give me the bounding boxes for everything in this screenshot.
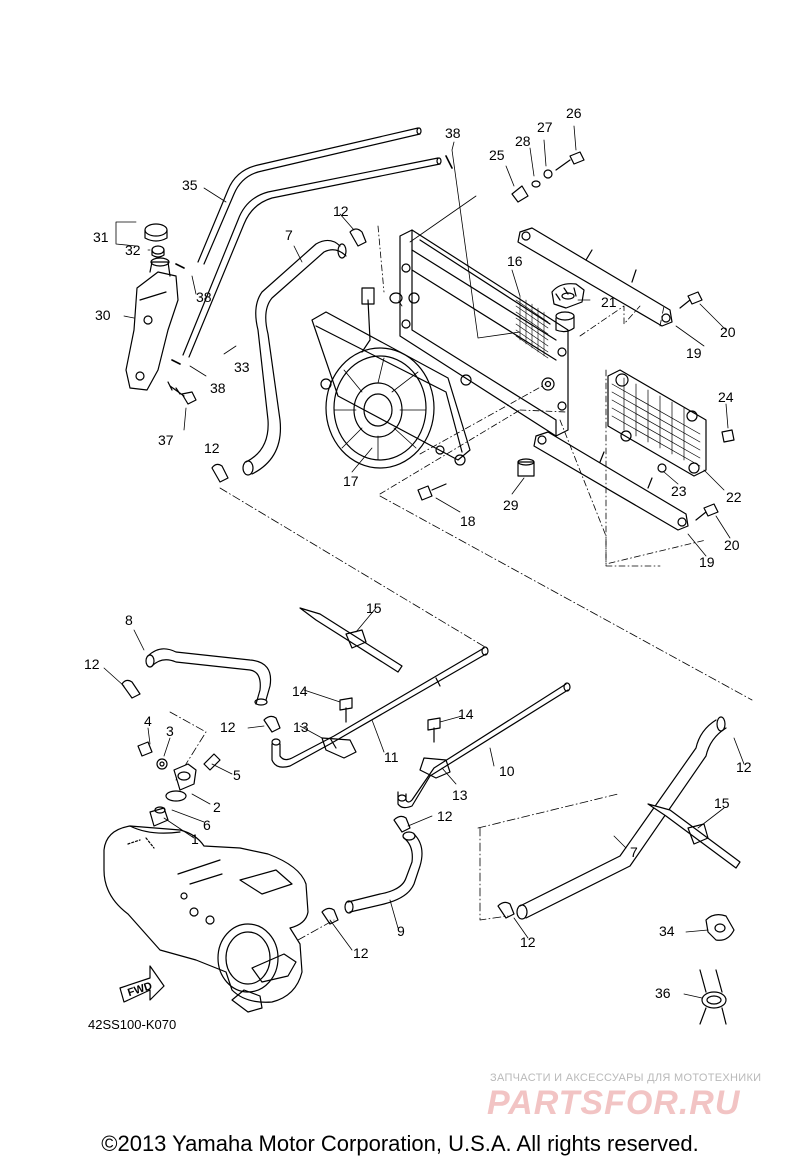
callout-12-d: 12 bbox=[220, 719, 236, 735]
oil-cooler bbox=[607, 369, 707, 477]
callout-9: 9 bbox=[397, 923, 405, 939]
callout-2: 2 bbox=[213, 799, 221, 815]
copyright-notice: ©2013 Yamaha Motor Corporation, U.S.A. A… bbox=[101, 1131, 699, 1156]
watermark-logo: PARTSFOR.RU bbox=[487, 1084, 741, 1122]
thermostat-parts bbox=[121, 679, 515, 925]
callout-6: 6 bbox=[203, 817, 211, 833]
callout-21: 21 bbox=[601, 294, 617, 310]
radiator-hose-lower bbox=[516, 716, 727, 920]
guide-lines bbox=[169, 487, 753, 941]
clamp-34 bbox=[705, 914, 735, 941]
callout-33: 33 bbox=[234, 359, 250, 375]
callout-13-b: 13 bbox=[452, 787, 468, 803]
callout-16: 16 bbox=[507, 253, 523, 269]
radiator-cap bbox=[551, 283, 585, 309]
callout-7-upper: 7 bbox=[285, 227, 293, 243]
callout-27: 27 bbox=[537, 119, 553, 135]
callout-5: 5 bbox=[233, 767, 241, 783]
clamp-12-top bbox=[211, 228, 367, 483]
callout-38-b: 38 bbox=[196, 289, 212, 305]
pipe-10 bbox=[397, 682, 571, 809]
callout-19-b: 19 bbox=[699, 554, 715, 570]
reservoir-cap bbox=[144, 223, 168, 258]
callout-23: 23 bbox=[671, 483, 687, 499]
engine bbox=[103, 825, 309, 1013]
hose-8 bbox=[145, 648, 272, 706]
cable-ties bbox=[299, 607, 741, 869]
bracket-lower bbox=[533, 431, 689, 531]
callout-15-a: 15 bbox=[366, 600, 382, 616]
callout-12-g: 12 bbox=[353, 945, 369, 961]
leader-lines-lower bbox=[103, 607, 745, 999]
callout-30: 30 bbox=[95, 307, 111, 323]
callout-36: 36 bbox=[655, 985, 671, 1001]
callout-4: 4 bbox=[144, 713, 152, 729]
callout-32: 32 bbox=[125, 242, 141, 258]
callout-20-b: 20 bbox=[724, 537, 740, 553]
callout-7-lower: 7 bbox=[630, 844, 638, 860]
watermark-tagline: ЗАПЧАСТИ И АКСЕССУАРЫ ДЛЯ МОТОТЕХНИКИ bbox=[490, 1072, 762, 1084]
callout-31: 31 bbox=[93, 229, 109, 245]
callout-19-a: 19 bbox=[686, 345, 702, 361]
callout-1: 1 bbox=[191, 831, 199, 847]
radiator bbox=[399, 229, 575, 437]
radiator-hose-upper bbox=[242, 239, 347, 476]
callout-20-a: 20 bbox=[720, 324, 736, 340]
bracket-upper bbox=[517, 227, 673, 327]
callout-28: 28 bbox=[515, 133, 531, 149]
clamp-36 bbox=[699, 969, 727, 1025]
callout-18: 18 bbox=[460, 513, 476, 529]
callout-14-b: 14 bbox=[458, 706, 474, 722]
callout-34: 34 bbox=[659, 923, 675, 939]
callout-11: 11 bbox=[384, 749, 399, 765]
callout-12-f: 12 bbox=[736, 759, 752, 775]
callout-12-h: 12 bbox=[520, 934, 536, 950]
callout-8: 8 bbox=[125, 612, 133, 628]
callout-24: 24 bbox=[718, 389, 734, 405]
callout-38-c: 38 bbox=[210, 380, 226, 396]
leader-lines-upper bbox=[115, 125, 731, 567]
callout-22: 22 bbox=[726, 489, 742, 505]
bolts-14 bbox=[339, 697, 441, 743]
callout-12-c: 12 bbox=[84, 656, 100, 672]
callout-37: 37 bbox=[158, 432, 174, 448]
callout-29: 29 bbox=[503, 497, 519, 513]
callout-25: 25 bbox=[489, 147, 505, 163]
diagram-code: 42SS100-K070 bbox=[88, 1017, 177, 1032]
cooling-fan bbox=[311, 287, 472, 469]
callout-15-b: 15 bbox=[714, 795, 730, 811]
callout-12-b: 12 bbox=[204, 440, 220, 456]
callout-3: 3 bbox=[166, 723, 174, 739]
bolt-37 bbox=[167, 381, 197, 405]
callout-10: 10 bbox=[499, 763, 515, 779]
callout-17: 17 bbox=[343, 473, 359, 489]
callout-14-a: 14 bbox=[292, 683, 308, 699]
fasteners-radiator bbox=[389, 151, 735, 521]
callout-26: 26 bbox=[566, 105, 582, 121]
hose-9 bbox=[344, 831, 423, 914]
callout-12-a: 12 bbox=[333, 203, 349, 219]
callout-38-a: 38 bbox=[445, 125, 461, 141]
reservoir-tank bbox=[125, 257, 179, 391]
callout-35: 35 bbox=[182, 177, 198, 193]
fwd-arrow: FWD bbox=[119, 965, 165, 1003]
callout-13-a: 13 bbox=[293, 719, 309, 735]
callout-12-e: 12 bbox=[437, 808, 453, 824]
pipe-11 bbox=[271, 646, 489, 768]
reservoir-hoses bbox=[171, 127, 453, 365]
